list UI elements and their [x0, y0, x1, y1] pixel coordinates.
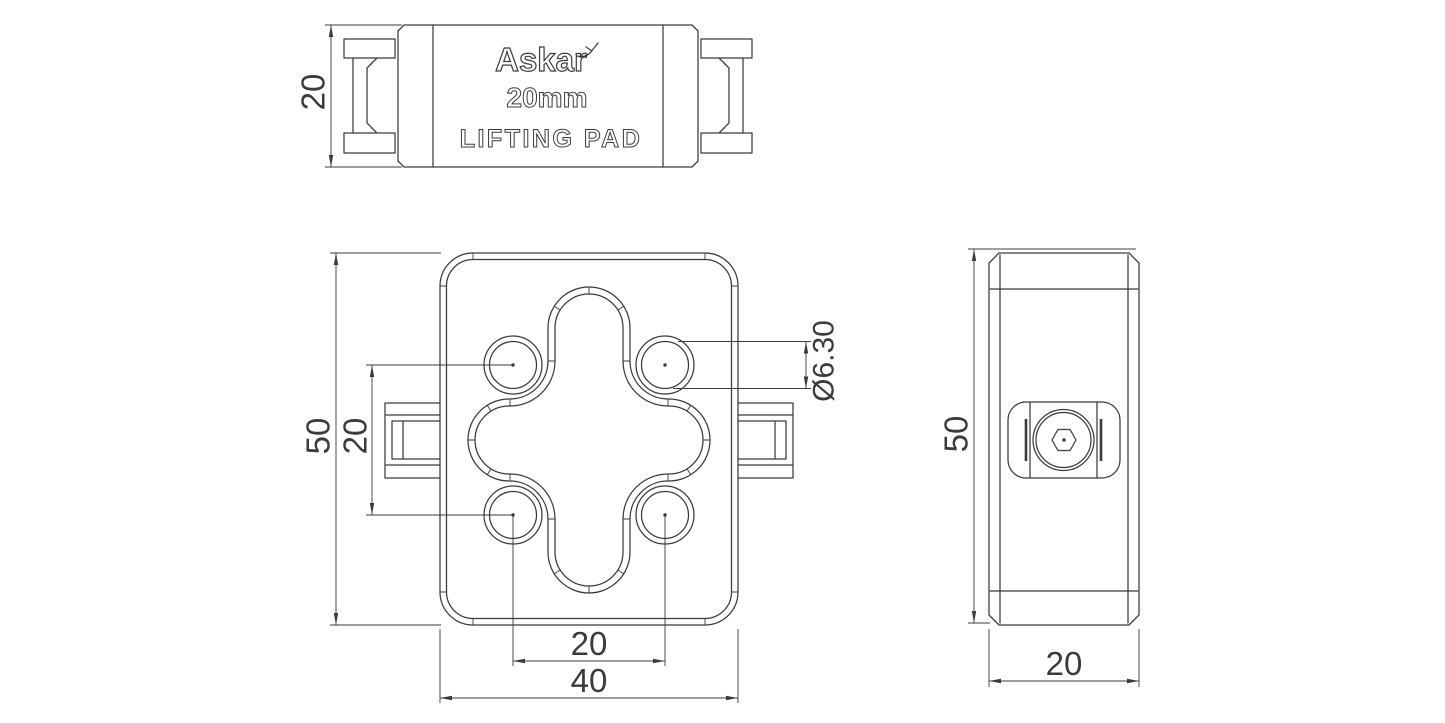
dimension-top-thickness: 20	[295, 24, 402, 168]
front-right-tab	[737, 402, 794, 479]
extension-lines	[968, 248, 1136, 624]
top-view-body-inner-edges	[432, 24, 664, 168]
boss-clamp-bars	[1024, 419, 1103, 461]
cross-slot-inner-outline	[474, 293, 704, 587]
model-size-text: 20mm	[507, 82, 588, 113]
leader-lines	[366, 364, 513, 516]
screw-head-inner-circle	[1035, 411, 1092, 469]
cross-slot-ticks	[468, 287, 710, 593]
dimension-side-depth: 20	[988, 629, 1140, 687]
top-view: Askar 20mm LIFTING PAD 20	[295, 24, 753, 168]
side-body-inner-edges	[999, 254, 1129, 624]
front-body-corner-ticks	[440, 253, 738, 625]
front-view: 50 20 Ø6.30 20 40	[300, 252, 841, 703]
dimension-value: 50	[938, 416, 975, 453]
side-body-outline	[988, 252, 1140, 626]
askar-logo-swoosh-icon	[576, 42, 599, 58]
extension-lines	[439, 629, 739, 703]
dimension-value: 20	[337, 418, 374, 455]
cross-slot-outer-outline	[467, 286, 711, 594]
extension-lines	[330, 252, 441, 626]
dimension-value: Ø6.30	[808, 320, 841, 402]
screw-head-outer-circle	[1032, 408, 1095, 472]
side-view: 50 20	[938, 248, 1140, 687]
hex-socket-icon	[1051, 428, 1077, 452]
mount-hole-top-right	[635, 335, 695, 395]
brand-logo-text: Askar	[495, 41, 587, 78]
product-name-text: LIFTING PAD	[460, 125, 643, 153]
dimension-side-height: 50	[938, 248, 1136, 624]
boss-outline	[1007, 401, 1121, 479]
dimension-hole-diameter: Ø6.30	[673, 320, 841, 402]
top-view-body-outline	[397, 24, 699, 168]
dimension-hole-pitch-vertical: 20	[337, 364, 513, 516]
dimension-front-width: 40	[439, 629, 739, 703]
dimension-value: 20	[1046, 645, 1083, 682]
boss-slot-edges	[1029, 401, 1098, 479]
dimension-value: 20	[295, 74, 332, 111]
counterbore-circle	[635, 335, 695, 395]
front-left-tab	[384, 402, 441, 479]
leader-lines	[512, 515, 666, 666]
top-view-left-clamp	[343, 38, 396, 154]
hole-circle	[640, 340, 690, 390]
top-view-right-clamp	[700, 38, 753, 154]
dimension-value: 20	[571, 625, 608, 662]
center-mark	[663, 363, 667, 367]
dimension-front-height: 50	[300, 252, 441, 626]
dimension-value: 40	[571, 662, 608, 699]
center-mark	[1062, 438, 1066, 442]
dimension-value: 50	[300, 418, 337, 455]
tangent-leader-lines	[673, 341, 811, 389]
dimension-hole-pitch-horizontal: 20	[512, 515, 666, 666]
extension-lines	[988, 629, 1140, 687]
clamp-boss	[1007, 401, 1121, 479]
side-body-plate-lines	[989, 288, 1139, 592]
extension-lines	[325, 24, 402, 168]
